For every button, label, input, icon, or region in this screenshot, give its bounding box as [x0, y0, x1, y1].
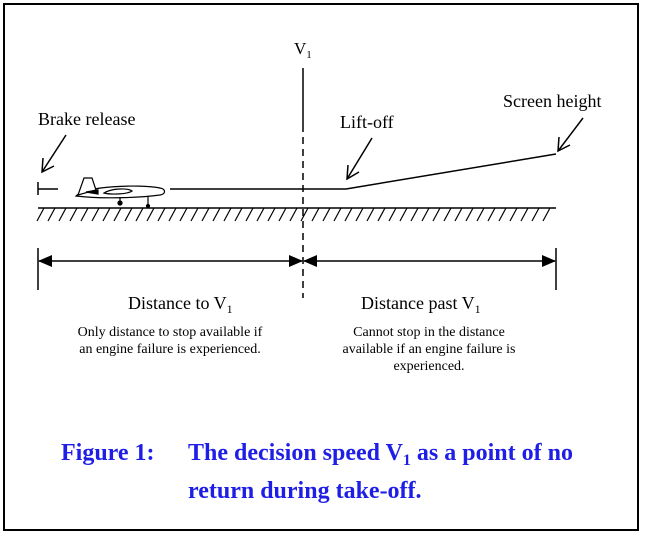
hatch-mark	[410, 207, 419, 222]
note-right-line-3: experienced.	[393, 359, 464, 374]
hatch-mark	[443, 207, 452, 222]
hatch-mark	[267, 207, 276, 222]
screen-height-label: Screen height	[503, 91, 601, 111]
distance-to-v1-label: Distance to V1	[128, 293, 233, 316]
hatch-mark	[465, 207, 474, 222]
hatch-mark	[421, 207, 430, 222]
hatch-mark	[223, 207, 232, 222]
figure-frame	[3, 3, 639, 531]
hatch-mark	[80, 207, 89, 222]
note-right-line-2: available if an engine failure is	[343, 342, 516, 357]
hatch-mark	[476, 207, 485, 222]
note-left-line-2: an engine failure is experienced.	[79, 342, 261, 357]
hatch-mark	[366, 207, 375, 222]
hatch-mark	[355, 207, 364, 222]
hatch-mark	[322, 207, 331, 222]
brake-release-arrow	[41, 134, 67, 174]
distance-past-v1-label: Distance past V1	[361, 293, 481, 316]
hatch-mark	[377, 207, 386, 222]
hatch-mark	[201, 207, 210, 222]
hatch-mark	[278, 207, 287, 222]
hatch-mark	[91, 207, 100, 222]
hatch-mark	[36, 207, 45, 222]
ground-hatching	[36, 207, 551, 222]
hatch-mark	[388, 207, 397, 222]
hatch-mark	[487, 207, 496, 222]
hatch-mark	[520, 207, 529, 222]
hatch-mark	[509, 207, 518, 222]
lift-off-arrow	[346, 137, 373, 181]
hatch-mark	[124, 207, 133, 222]
hatch-mark	[146, 207, 155, 222]
hatch-mark	[102, 207, 111, 222]
flight-path	[170, 153, 557, 190]
hatch-mark	[69, 207, 78, 222]
hatch-mark	[344, 207, 353, 222]
hatch-mark	[47, 207, 56, 222]
hatch-mark	[300, 207, 309, 222]
hatch-mark	[113, 207, 122, 222]
hatch-mark	[498, 207, 507, 222]
v1-top-label: V1	[294, 39, 312, 61]
hatch-mark	[157, 207, 166, 222]
hatch-mark	[311, 207, 320, 222]
hatch-mark	[58, 207, 67, 222]
hatch-mark	[135, 207, 144, 222]
hatch-mark	[245, 207, 254, 222]
hatch-mark	[289, 207, 298, 222]
caption-text: The decision speed V1 as a point of no r…	[188, 440, 573, 504]
hatch-mark	[168, 207, 177, 222]
caption-label: Figure 1:	[61, 440, 155, 466]
note-right-line-1: Cannot stop in the distance	[353, 325, 505, 340]
hatch-mark	[179, 207, 188, 222]
hatch-mark	[531, 207, 540, 222]
screen-height-arrow	[557, 117, 584, 153]
aircraft-icon	[74, 177, 166, 209]
hatch-mark	[454, 207, 463, 222]
hatch-mark	[190, 207, 199, 222]
hatch-mark	[399, 207, 408, 222]
hatch-mark	[212, 207, 221, 222]
lift-off-label: Lift-off	[340, 112, 394, 132]
hatch-mark	[542, 207, 551, 222]
brake-release-label: Brake release	[38, 109, 135, 129]
note-left-line-1: Only distance to stop available if	[78, 325, 263, 340]
hatch-mark	[256, 207, 265, 222]
hatch-mark	[234, 207, 243, 222]
hatch-mark	[333, 207, 342, 222]
hatch-mark	[432, 207, 441, 222]
